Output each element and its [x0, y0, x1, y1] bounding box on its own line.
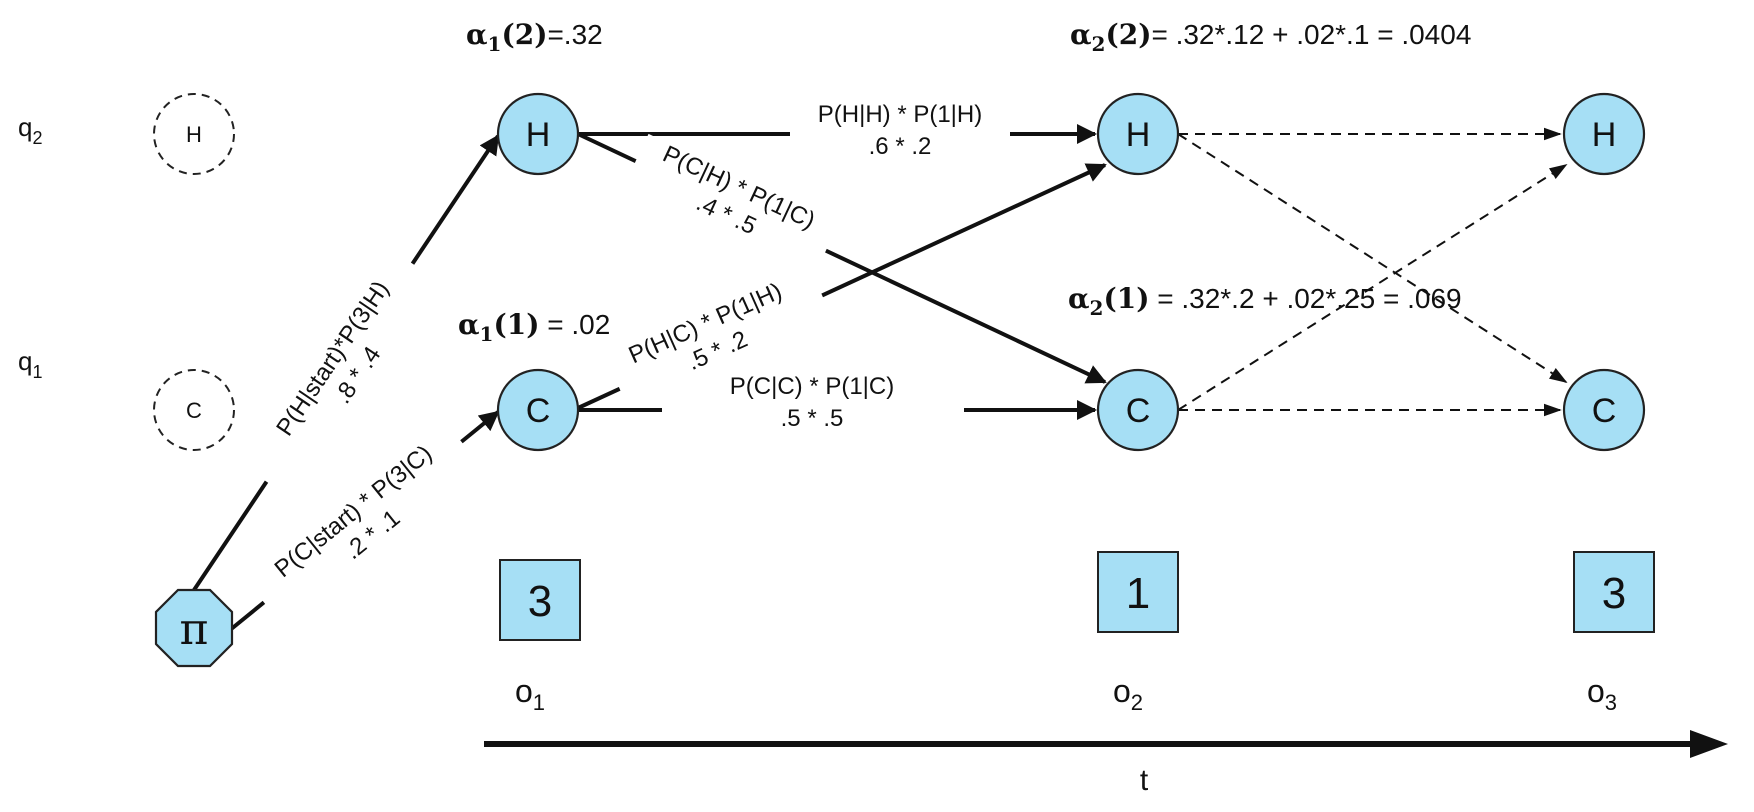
svg-text:C: C: [1126, 392, 1151, 430]
edge-c2-to-h3: [1177, 164, 1568, 411]
edge-h2-to-c3: [1177, 133, 1568, 383]
observation-box-1: 3: [499, 559, 581, 641]
row-label-q1: q1: [18, 346, 42, 382]
svg-text:π: π: [180, 604, 209, 655]
time-axis-label: t: [1140, 764, 1149, 797]
svg-text:C: C: [1592, 392, 1617, 430]
svg-text:1: 1: [1126, 569, 1150, 618]
svg-text:P(H|H) * P(1|H): P(H|H) * P(1|H): [818, 101, 982, 128]
alpha-1-2-label: α1(2)=.32: [466, 18, 603, 56]
svg-text:C: C: [526, 392, 551, 430]
state-h-t3: H: [1562, 92, 1646, 176]
mask-h-h: [790, 98, 1010, 176]
state-c-t1: C: [496, 368, 580, 452]
state-c-t2: C: [1096, 368, 1180, 452]
state-h-t2: H: [1096, 92, 1180, 176]
edge-label-c-c: P(C|C) * P(1|C) .5 * .5: [730, 373, 894, 432]
svg-text:3: 3: [528, 577, 552, 626]
svg-text:H: H: [526, 116, 551, 154]
mask-c-c: [662, 374, 964, 452]
svg-text:H: H: [186, 122, 202, 147]
svg-text:H: H: [1126, 116, 1151, 154]
time-axis-arrowhead: [1690, 730, 1728, 758]
observation-box-2: 1: [1097, 551, 1179, 633]
svg-text:3: 3: [1602, 569, 1626, 618]
obs-label-3: o3: [1587, 673, 1617, 715]
ghost-state-h: H: [153, 93, 235, 175]
alpha-1-1-label: α1(1) = .02: [458, 308, 610, 346]
mask-start-h: [247, 250, 427, 492]
svg-text:P(C|C) * P(1|C): P(C|C) * P(1|C): [730, 373, 894, 400]
edge-label-h-h: P(H|H) * P(1|H) .6 * .2: [818, 101, 982, 160]
obs-label-2: o2: [1113, 673, 1143, 715]
row-label-q2: q2: [18, 112, 42, 148]
svg-text:.6 * .2: .6 * .2: [869, 133, 932, 160]
obs-label-1: o1: [515, 673, 545, 715]
alpha-2-1-label: α2(1) = .32*.2 + .02*.25 = .069: [1068, 282, 1462, 320]
start-node-pi: π: [154, 588, 234, 668]
alpha-2-2-label: α2(2)= .32*.12 + .02*.1 = .0404: [1070, 18, 1471, 56]
mask-c-h: [605, 267, 827, 395]
mask-start-c: [249, 424, 473, 616]
svg-text:.5 * .5: .5 * .5: [781, 405, 844, 432]
ghost-state-c: C: [153, 369, 235, 451]
state-c-t3: C: [1562, 368, 1646, 452]
state-h-t1: H: [496, 92, 580, 176]
observation-box-3: 3: [1573, 551, 1655, 633]
svg-text:C: C: [186, 398, 202, 423]
mask-h-c: [631, 133, 839, 261]
svg-text:H: H: [1592, 116, 1617, 154]
